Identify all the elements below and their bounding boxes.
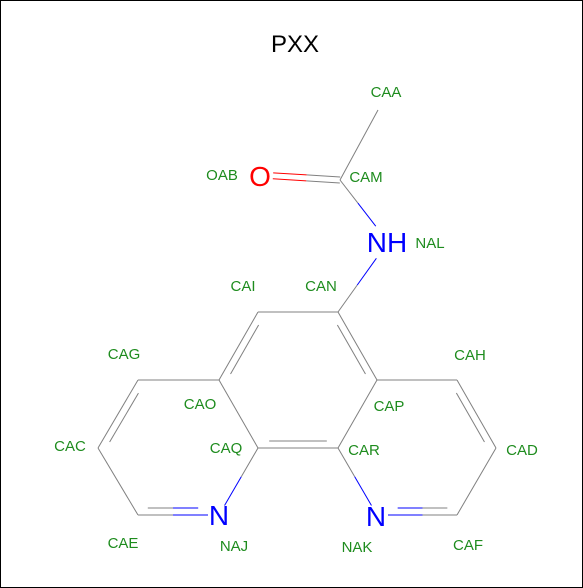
diagram-title: PXX bbox=[271, 31, 319, 58]
atom-symbol-nal: NH bbox=[367, 227, 407, 258]
atom-label-cah: CAH bbox=[454, 347, 486, 364]
bond-cad-cah bbox=[456, 379, 497, 449]
bond-cad-cah-inner bbox=[455, 392, 485, 443]
atom-symbol-naj: N bbox=[209, 500, 229, 531]
atom-label-cae: CAE bbox=[108, 535, 139, 552]
bond-car-cap bbox=[337, 379, 378, 449]
bond-car-nak-a bbox=[337, 447, 356, 477]
atom-label-nak: NAK bbox=[342, 539, 373, 556]
atom-label-car: CAR bbox=[348, 442, 380, 459]
bond-cag-cac bbox=[97, 379, 139, 449]
heavy-atom-symbols: O NH N N bbox=[209, 161, 407, 532]
atom-label-cao: CAO bbox=[184, 396, 217, 413]
bond-naj-caq-b bbox=[240, 447, 259, 477]
atom-label-caf: CAF bbox=[453, 537, 483, 554]
atom-label-can: CAN bbox=[305, 278, 337, 295]
atom-symbol-nak: N bbox=[366, 501, 386, 532]
bond-cao-caq bbox=[218, 379, 259, 449]
atom-label-cai: CAI bbox=[230, 278, 255, 295]
bond-caf-cad bbox=[456, 447, 497, 516]
bond-cac-cae bbox=[97, 447, 139, 516]
bond-cag-cac-inner bbox=[109, 392, 139, 443]
atom-label-cad: CAD bbox=[506, 442, 538, 459]
atom-symbol-oab: O bbox=[249, 161, 271, 192]
atom-label-cam: CAM bbox=[349, 169, 382, 186]
atom-labels: CAA CAM OAB NAL CAN CAI CAO CAP CAG CAC CAE NAJ CAQ C… bbox=[54, 84, 538, 556]
bond-car-nak-b bbox=[354, 476, 372, 506]
bond-cai-cao bbox=[218, 311, 259, 381]
bond-cai-cao-inner bbox=[230, 324, 260, 375]
bond-cap-can-inner bbox=[336, 324, 366, 375]
bond-cam-nal-a bbox=[339, 179, 359, 204]
bond-nal-can-a bbox=[356, 257, 377, 286]
atom-label-nal: NAL bbox=[415, 235, 444, 252]
atom-label-cap: CAP bbox=[374, 398, 405, 415]
bond-cam-oab-2-b bbox=[272, 178, 307, 182]
bond-naj-caq-a bbox=[224, 476, 242, 506]
bond-cam-oab-1-a bbox=[306, 174, 341, 178]
atom-label-cag: CAG bbox=[108, 346, 141, 363]
atom-label-cac: CAC bbox=[54, 438, 86, 455]
bond-cam-nal-b bbox=[357, 202, 377, 227]
bonds-group bbox=[97, 109, 497, 516]
bond-nal-can-b bbox=[337, 284, 358, 313]
atom-label-caq: CAQ bbox=[210, 440, 243, 457]
bond-cap-can bbox=[337, 311, 378, 381]
bond-cam-oab-2-a bbox=[306, 180, 340, 184]
atom-label-oab: OAB bbox=[206, 167, 238, 184]
atom-label-caa: CAA bbox=[371, 84, 402, 101]
bond-caa-cam bbox=[339, 109, 379, 181]
atom-label-naj: NAJ bbox=[220, 538, 248, 555]
bond-cam-oab-1-b bbox=[273, 172, 307, 176]
